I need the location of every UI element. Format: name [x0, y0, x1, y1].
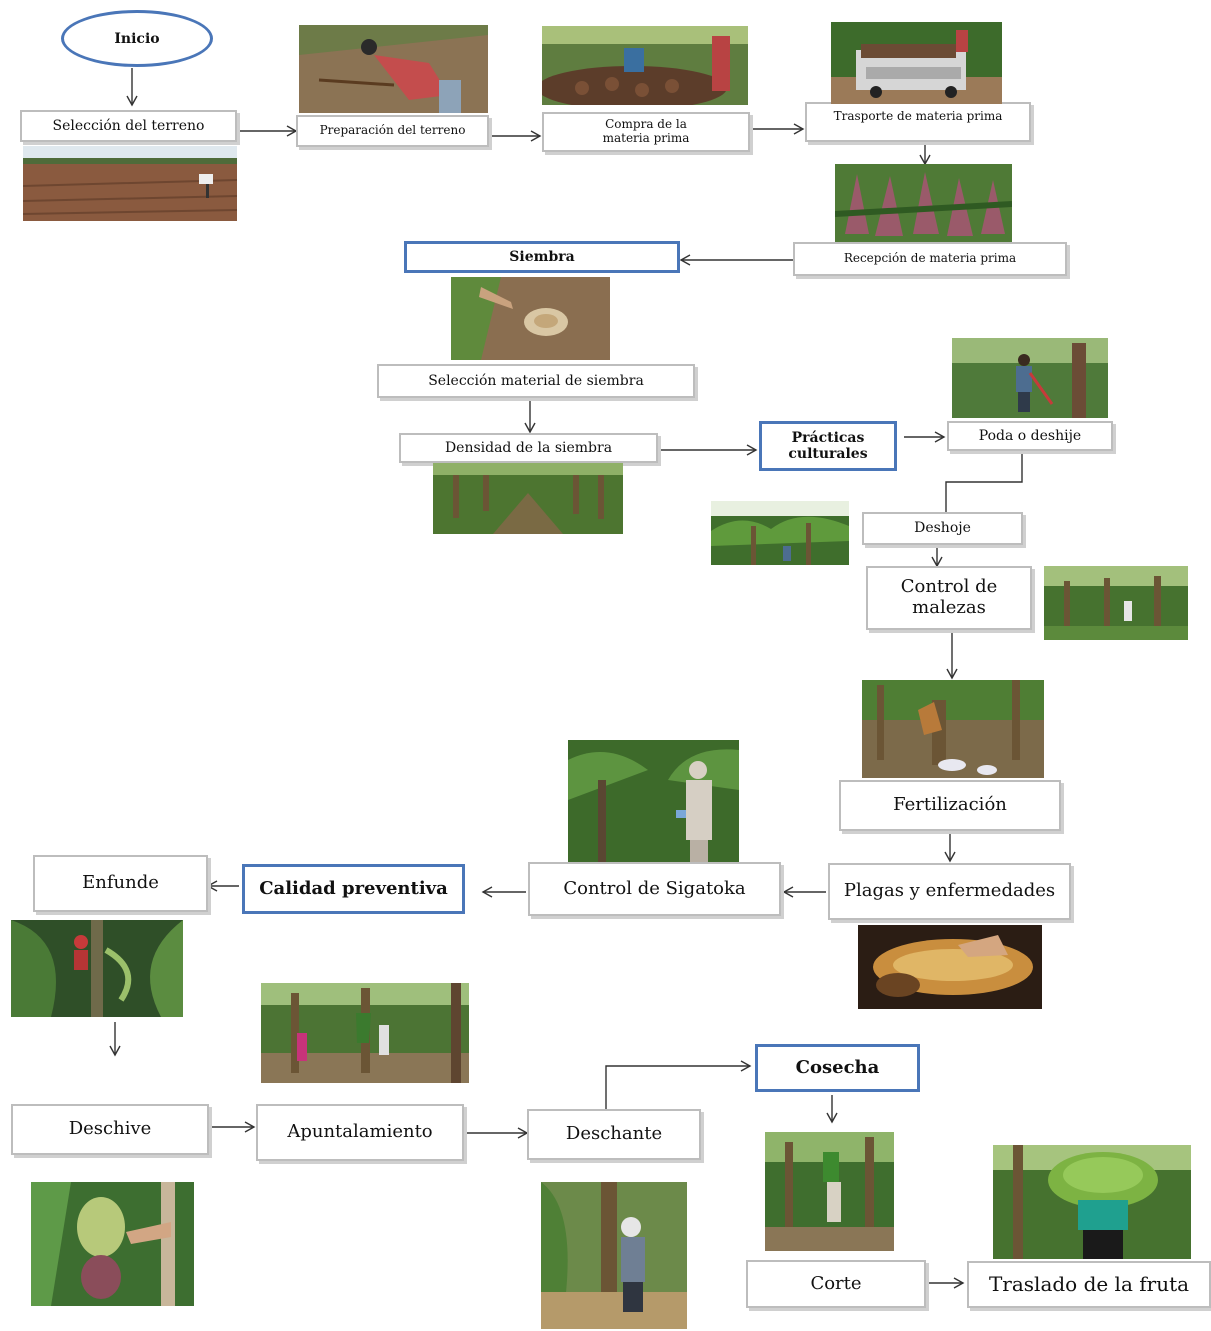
photo-fruit-transport	[993, 1145, 1191, 1259]
photo-field-selection	[23, 146, 237, 221]
photo-sigatoka-control	[568, 740, 739, 862]
node-label: Deschante	[565, 1123, 663, 1145]
photo-cutting	[765, 1132, 894, 1251]
node-label: Trasporte de materia prima	[833, 109, 1003, 123]
node-label: Poda o deshije	[978, 427, 1082, 444]
node-label: Plagas y enfermedades	[843, 880, 1056, 902]
node-label: Control de malezas	[900, 576, 998, 618]
node-label: Selección del terreno	[52, 117, 205, 134]
node-transporte-materia-prima: Trasporte de materia prima	[805, 102, 1031, 142]
node-control-sigatoka: Control de Sigatoka	[528, 862, 781, 916]
node-label: Deschive	[68, 1118, 152, 1140]
photo-weed-control	[1044, 566, 1188, 640]
node-siembra: Siembra	[404, 241, 680, 273]
photo-material-reception	[835, 164, 1012, 242]
node-densidad-siembra: Densidad de la siembra	[399, 433, 658, 463]
node-seleccion-material-siembra: Selección material de siembra	[377, 364, 695, 398]
node-label: Siembra	[509, 248, 575, 265]
node-fertilizacion: Fertilización	[839, 780, 1061, 831]
photo-deschante	[541, 1182, 687, 1329]
photo-propping	[261, 983, 469, 1083]
node-preparacion-terreno: Preparación del terreno	[296, 115, 489, 147]
node-poda-deshije: Poda o deshije	[947, 421, 1113, 451]
node-label: Compra de la materia prima	[602, 117, 690, 145]
arrow-deschante-cosecha	[605, 1060, 752, 1109]
node-label: Prácticas culturales	[788, 429, 868, 462]
node-compra-materia-prima: Compra de la materia prima	[542, 112, 750, 152]
node-label: Cosecha	[795, 1056, 880, 1078]
photo-soil-preparation	[299, 25, 488, 113]
node-label: Deshoje	[914, 520, 971, 537]
connector-poda-deshoje	[945, 451, 1023, 512]
node-control-malezas: Control de malezas	[866, 566, 1032, 630]
node-corte: Corte	[746, 1260, 926, 1308]
node-label: Control de Sigatoka	[563, 877, 746, 899]
photo-deschive-bunch	[31, 1182, 194, 1306]
node-apuntalamiento: Apuntalamiento	[256, 1104, 464, 1161]
node-deschive: Deschive	[11, 1104, 209, 1155]
photo-pests-diseases	[858, 925, 1042, 1009]
photo-leaf-removal	[711, 501, 849, 565]
start-node: Inicio	[61, 10, 213, 67]
node-label: Recepción de materia prima	[843, 251, 1017, 266]
node-label: Selección material de siembra	[428, 372, 644, 389]
node-enfunde: Enfunde	[33, 855, 208, 912]
photo-raw-material-purchase	[542, 26, 748, 105]
photo-pruning	[952, 338, 1108, 418]
node-seleccion-terreno: Selección del terreno	[20, 110, 237, 142]
node-traslado-fruta: Traslado de la fruta	[967, 1261, 1211, 1308]
node-label: Corte	[810, 1272, 862, 1294]
start-label: Inicio	[114, 30, 160, 47]
node-practicas-culturales: Prácticas culturales	[759, 421, 897, 471]
node-cosecha: Cosecha	[755, 1044, 920, 1092]
node-recepcion-materia-prima: Recepción de materia prima	[793, 242, 1067, 276]
node-deschante: Deschante	[527, 1109, 701, 1160]
photo-bagging	[11, 920, 183, 1017]
photo-fertilization	[862, 680, 1044, 778]
node-label: Fertilización	[893, 794, 1007, 816]
photo-sowing	[451, 277, 610, 360]
photo-planting-density	[433, 463, 623, 534]
node-label: Densidad de la siembra	[444, 439, 613, 456]
node-calidad-preventiva: Calidad preventiva	[242, 864, 465, 914]
node-label: Calidad preventiva	[259, 877, 448, 899]
photo-transport-truck	[831, 22, 1002, 104]
node-label: Traslado de la fruta	[988, 1272, 1190, 1296]
node-label: Apuntalamiento	[287, 1121, 433, 1143]
node-label: Preparación del terreno	[319, 123, 466, 138]
node-label: Enfunde	[82, 872, 159, 894]
node-plagas-enfermedades: Plagas y enfermedades	[828, 863, 1071, 920]
node-deshoje: Deshoje	[862, 512, 1023, 545]
